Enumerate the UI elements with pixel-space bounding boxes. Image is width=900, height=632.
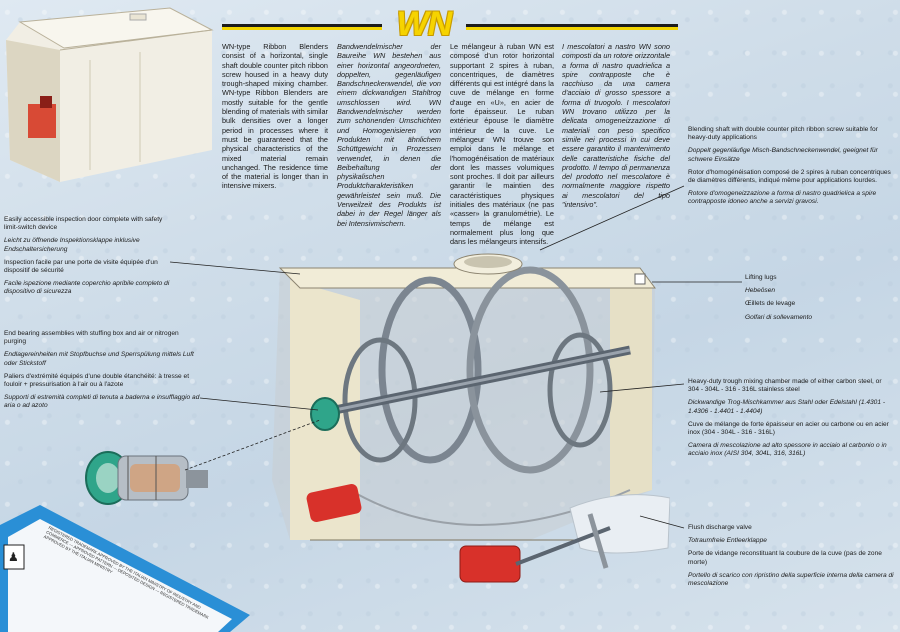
bearing-detail-illustration bbox=[85, 451, 208, 505]
description-fr: Le mélangeur à ruban WN est composé d'un… bbox=[450, 42, 554, 247]
svg-text:♟: ♟ bbox=[8, 550, 19, 564]
certification-sticker: ♟ bbox=[0, 505, 250, 632]
header-rule-right bbox=[466, 24, 678, 27]
header-rule-left bbox=[222, 24, 382, 27]
header-rule-right-yellow bbox=[466, 27, 678, 30]
note-lifting-lugs: Lifting lugs Hebeösen Œillets de levage … bbox=[745, 274, 813, 321]
small-door-handle bbox=[28, 104, 56, 138]
description-en: WN-type Ribbon Blenders consist of a hor… bbox=[222, 42, 328, 191]
note-discharge-valve: Flush discharge valve Totraumfreie Entle… bbox=[688, 524, 894, 588]
blender-cutaway-illustration bbox=[272, 253, 656, 541]
product-logo: WN bbox=[396, 5, 453, 43]
note-trough-chamber: Heavy-duty trough mixing chamber made of… bbox=[688, 378, 889, 458]
small-machine-photo bbox=[6, 7, 214, 182]
description-it: I mescolatori a nastro WN sono composti … bbox=[562, 42, 670, 210]
header-rule-left-yellow bbox=[222, 27, 382, 30]
description-de: Bandwendelmischer der Baureihe WN besteh… bbox=[337, 42, 441, 228]
note-inspection-door: Easily accessible inspection door comple… bbox=[4, 216, 170, 296]
discharge-valve-illustration bbox=[459, 494, 670, 583]
note-bearing-assembly: End bearing assemblies with stuffing box… bbox=[4, 330, 200, 410]
note-blending-shaft: Blending shaft with double counter pitch… bbox=[688, 126, 891, 206]
